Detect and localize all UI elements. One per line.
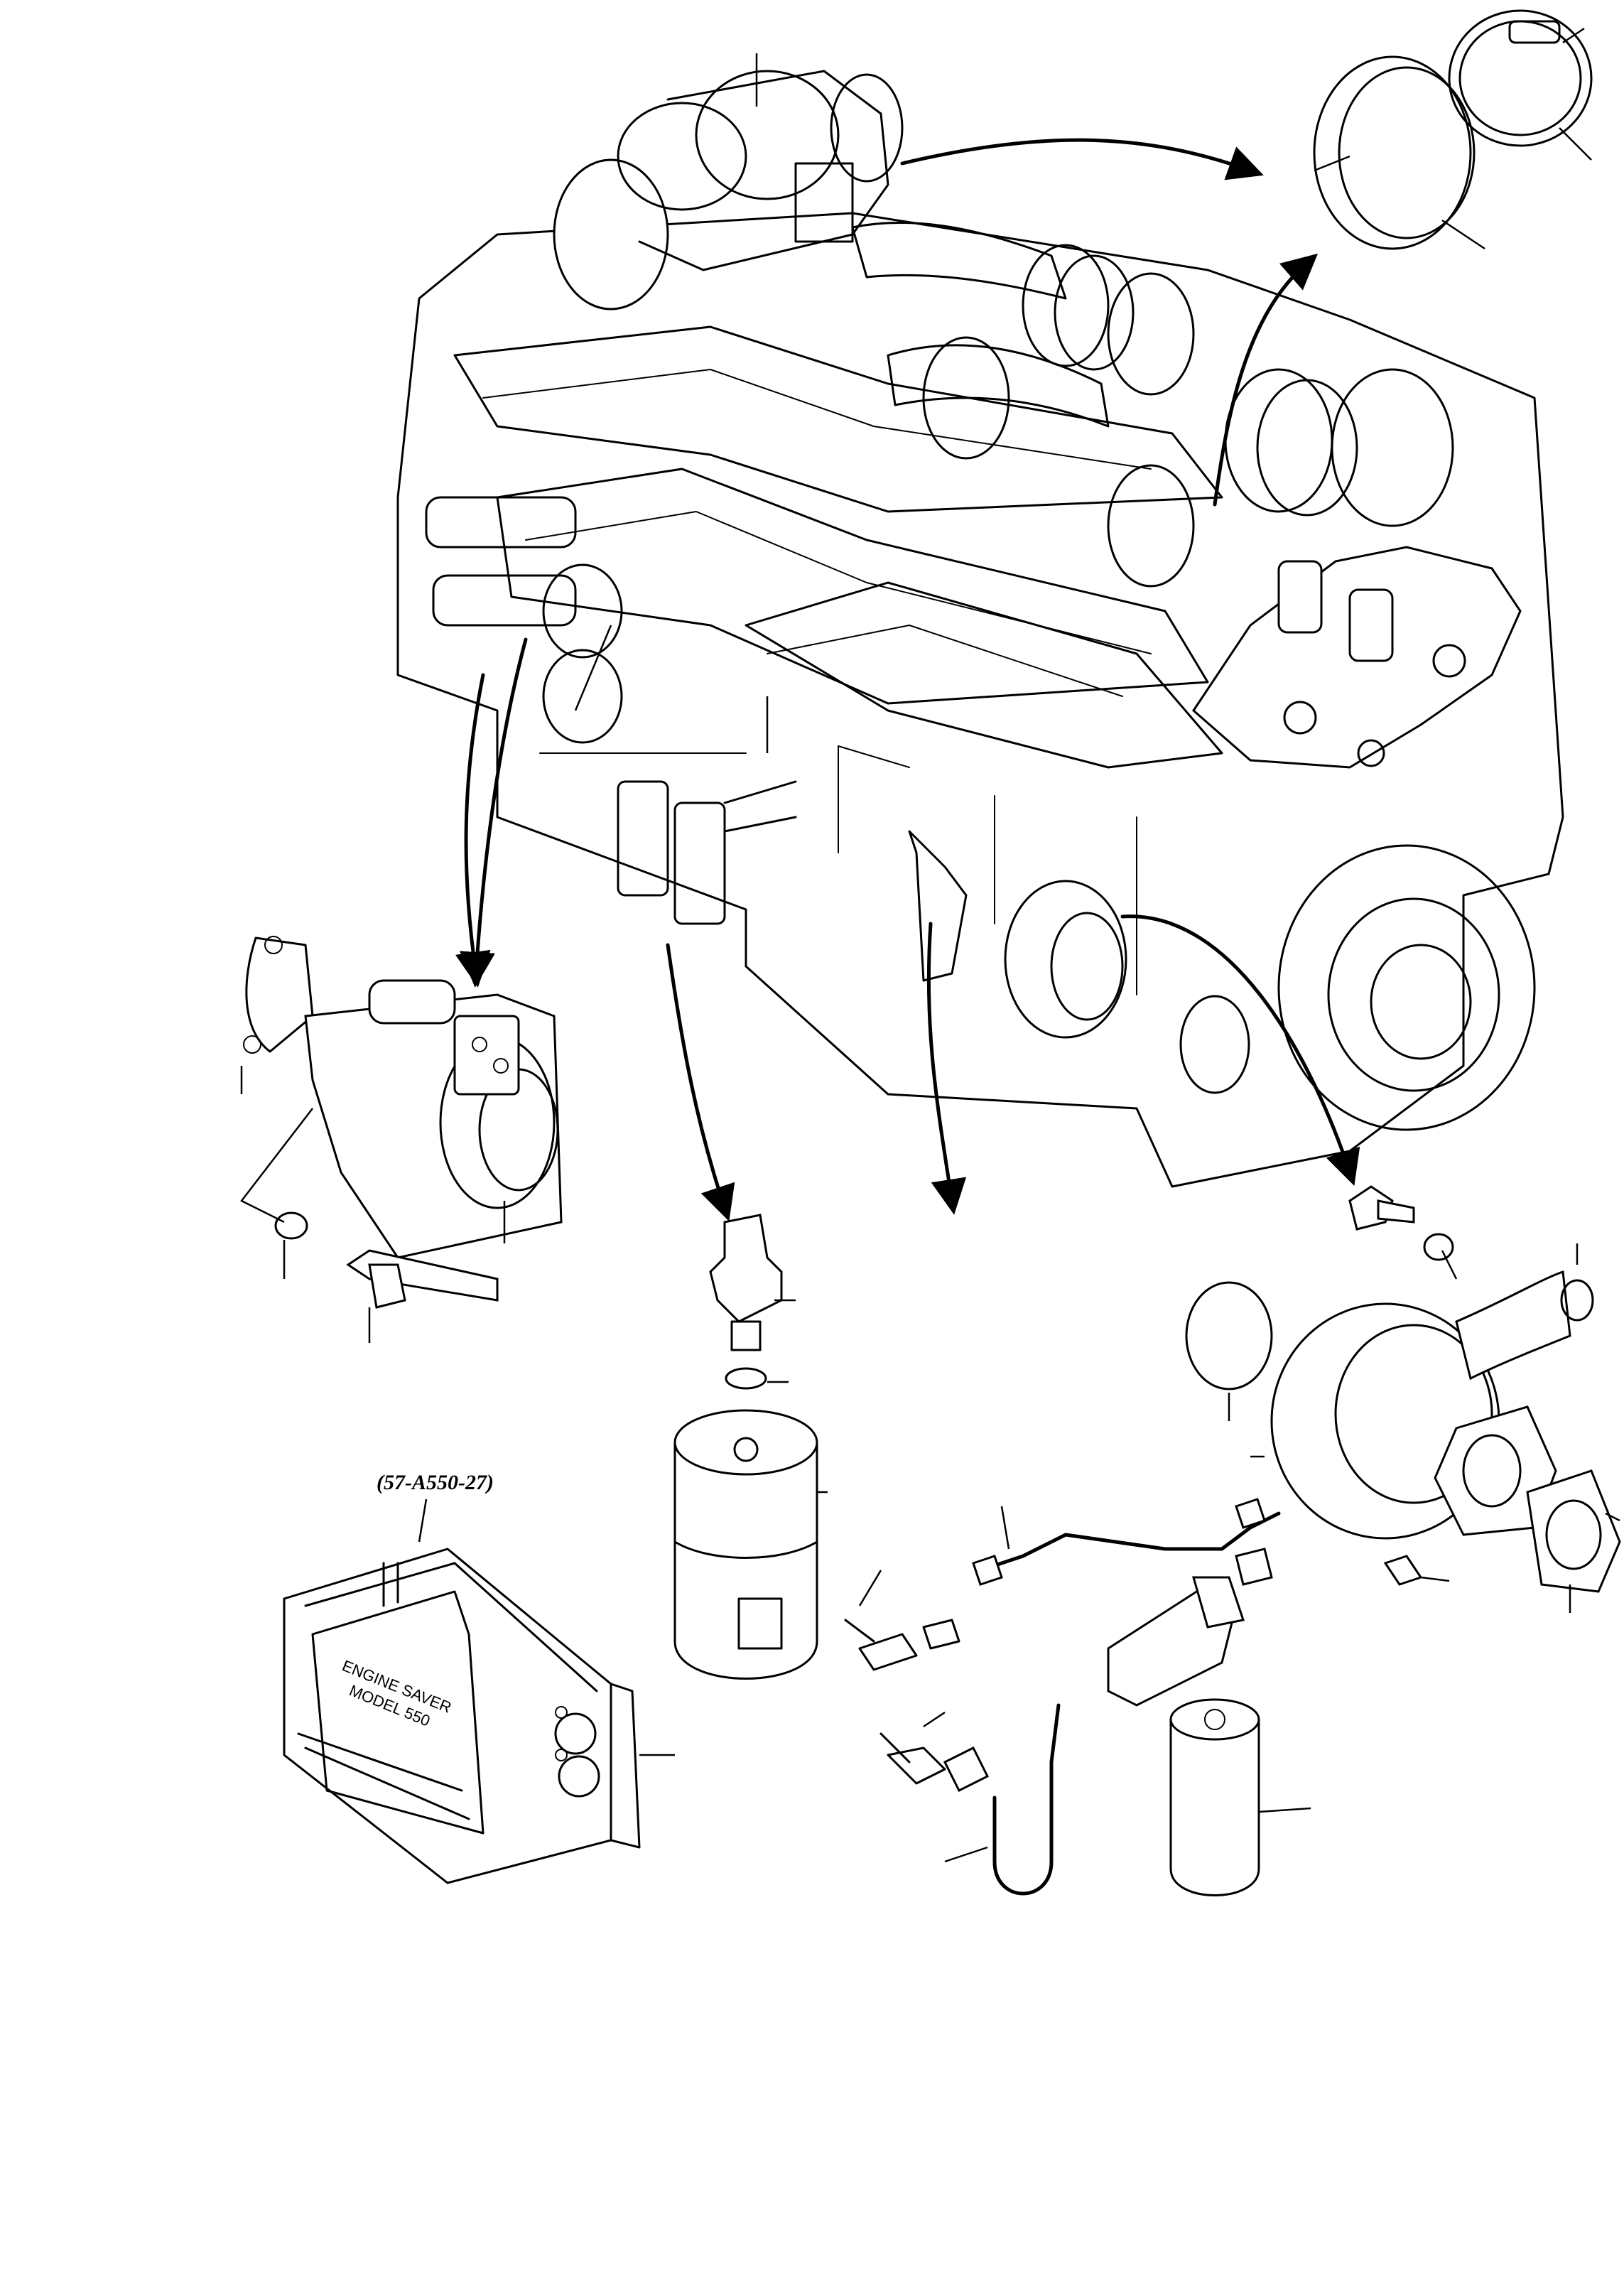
exploded-view-arrows <box>455 138 1360 1221</box>
reference-leader-lines <box>574 53 769 753</box>
arrow-elbow-to-ring <box>1213 253 1319 507</box>
water-pump <box>1185 1185 1621 1613</box>
arrow-to-starter-a <box>455 673 491 988</box>
starter-bolt <box>274 1211 499 1343</box>
engine-assembly <box>396 212 1564 1188</box>
arrow-turbo-to-clamp <box>900 138 1264 180</box>
shutdown-controller: ENGINE SAVER MODEL 550 <box>283 1498 675 1884</box>
v-band-clamp <box>1448 9 1593 161</box>
arrow-to-starter-b <box>460 637 528 988</box>
arrow-to-fuel-filter <box>666 943 735 1221</box>
turbocharger <box>553 70 904 310</box>
arrow-to-water-pump <box>1120 914 1360 1186</box>
arrow-to-oil-line <box>926 922 967 1215</box>
starter-motor <box>240 936 563 1259</box>
oil-lines <box>844 1498 1281 1896</box>
fuel-filter <box>673 1409 828 1680</box>
exhaust-seal-ring <box>1313 55 1485 250</box>
figure-callout-code: (57-A550-27) <box>377 1471 494 1494</box>
pressure-switch <box>709 1214 796 1390</box>
oil-filter <box>1169 1698 1311 1896</box>
